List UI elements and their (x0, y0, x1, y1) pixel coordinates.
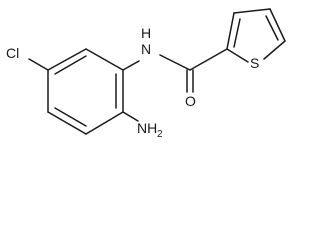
bond-n-carbonyl-c (159, 54, 191, 71)
amide-n-label: N (141, 41, 151, 57)
bond-th-c4-c5 (269, 8, 286, 42)
bond-th-c4-c5-inner (265, 15, 279, 41)
bond-c1-n-amide (122, 60, 140, 71)
amino-nh-label: NH (137, 120, 157, 136)
thiophene-ring (226, 8, 286, 63)
bond-c6-n-amino (122, 111, 139, 122)
bond-c2-c3-inner (54, 55, 87, 75)
bond-carbonyl-c2 (189, 48, 228, 71)
bond-th-c2-c3-inner (233, 18, 241, 48)
bond-c1-c2 (85, 48, 124, 71)
bond-th-s-c2 (226, 48, 249, 63)
bond-c5-c6 (85, 111, 124, 135)
bond-c3-cl (28, 58, 49, 71)
benzene-ring (47, 48, 124, 135)
bond-c4-c5 (47, 111, 87, 135)
bond-th-c2-c3 (226, 12, 235, 50)
bond-th-c3-c4 (233, 8, 271, 14)
amide-h-label: H (141, 25, 151, 41)
bond-c4-c5-inner (54, 107, 87, 127)
chlorine-label: Cl (6, 45, 19, 61)
amino-subscript: 2 (157, 129, 163, 140)
thiophene-sulfur-label: S (250, 55, 259, 71)
carbonyl-oxygen-label: O (185, 93, 196, 109)
molecule-structure: Cl NH 2 N H O S (6, 8, 286, 140)
bond-c2-c3 (47, 48, 87, 71)
bond-th-c5-s (263, 40, 286, 60)
